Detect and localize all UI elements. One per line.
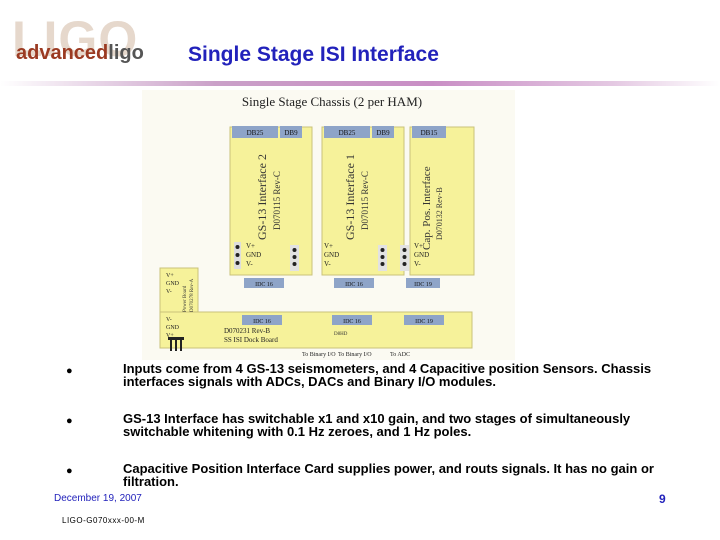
power-label: V- xyxy=(324,260,331,268)
vminus-label: V- xyxy=(166,317,172,323)
bullet-item: ● Capacitive Position Interface Card sup… xyxy=(66,462,696,512)
power-board-label: V- xyxy=(166,289,172,295)
footer-date: December 19, 2007 xyxy=(54,493,142,504)
dock-idc-connector xyxy=(404,315,444,325)
dock-idc-label: IDC 19 xyxy=(415,319,433,325)
dock-board-name: SS ISI Dock Board xyxy=(224,336,278,344)
logo-ghost-text: LIGO xyxy=(12,11,139,67)
footer-document-id: LIGO-G070xxx-00-M xyxy=(62,516,145,525)
title-divider xyxy=(0,81,720,86)
bottom-label: To ADC xyxy=(390,352,410,358)
power-label: V- xyxy=(414,260,421,268)
dock-board: V- GND V+ IDC 16 IDC 16 IDC 19 D8HD D070… xyxy=(159,311,473,351)
card-gs13-interface-1: DB25 DB9 GS-13 Interface 1 D070115 Rev-C… xyxy=(321,126,405,288)
card-board xyxy=(409,126,475,276)
logo-ligo: ligo xyxy=(108,42,144,64)
power-label: GND xyxy=(414,251,429,259)
connector-label: DB15 xyxy=(421,129,438,137)
connector-db15 xyxy=(412,126,446,138)
bullet-list: ● Inputs come from 4 GS-13 seismometers,… xyxy=(66,362,696,512)
page-number: 9 xyxy=(659,492,666,506)
dock-idc-label: IDC 16 xyxy=(253,319,271,325)
bottom-label: To Binary I/O xyxy=(338,352,372,358)
idc-connector xyxy=(334,278,374,288)
bullet-marker: ● xyxy=(66,365,73,377)
power-board-label: V+ xyxy=(166,273,174,279)
power-label: V+ xyxy=(324,242,333,250)
connector-db25 xyxy=(324,126,370,138)
logo-advanced: advanced xyxy=(16,42,109,64)
power-board-rev: D070278 Rev-A xyxy=(190,278,195,312)
idc-label: IDC 16 xyxy=(255,282,273,288)
card-cap-pos-interface: DB15 Cap. Pos. Interface D070132 Rev-B V… xyxy=(400,126,475,288)
power-board-outline xyxy=(159,267,199,315)
dock-pin-header xyxy=(168,337,184,351)
bullet-text: Inputs come from 4 GS-13 seismometers, a… xyxy=(123,361,652,389)
chassis-diagram: Single Stage Chassis (2 per HAM) DB25 DB… xyxy=(142,90,515,360)
card-rev: D070132 Rev-B xyxy=(435,187,444,240)
dock-board-rev: D070231 Rev-B xyxy=(224,327,270,335)
connector-label: DB25 xyxy=(339,129,356,137)
power-label: V+ xyxy=(414,242,423,250)
power-label: V+ xyxy=(246,242,255,250)
idc-label: IDC 19 xyxy=(414,282,432,288)
bullet-item: ● Inputs come from 4 GS-13 seismometers,… xyxy=(66,362,696,412)
connector-db25 xyxy=(232,126,278,138)
card-name: GS-13 Interface 1 xyxy=(343,154,357,240)
card-board xyxy=(229,126,313,276)
connector-db9 xyxy=(372,126,394,138)
card-board xyxy=(321,126,405,276)
connector-db9 xyxy=(280,126,302,138)
dock-board-outline xyxy=(159,311,473,349)
chassis-svg: Single Stage Chassis (2 per HAM) DB25 DB… xyxy=(142,90,515,360)
vminus-label: V+ xyxy=(166,333,174,339)
dock-idc-note: D8HD xyxy=(334,332,348,337)
card-gs13-interface-2: DB25 DB9 GS-13 Interface 2 D070115 Rev-C… xyxy=(229,126,313,288)
dock-idc-connector xyxy=(332,315,372,325)
vminus-label: GND xyxy=(166,325,180,331)
figure-heading: Single Stage Chassis (2 per HAM) xyxy=(242,94,422,109)
idc-label: IDC 16 xyxy=(345,282,363,288)
power-board-label: GND xyxy=(166,281,180,287)
card-rev: D070115 Rev-C xyxy=(272,171,282,230)
idc-connector xyxy=(406,278,440,288)
connector-label: DB9 xyxy=(284,129,298,137)
card-rev: D070115 Rev-C xyxy=(360,171,370,230)
dock-idc-label: IDC 16 xyxy=(343,319,361,325)
power-label: V- xyxy=(246,260,253,268)
slide-title: Single Stage ISI Interface xyxy=(188,43,439,66)
connector-label: DB25 xyxy=(247,129,264,137)
power-label: GND xyxy=(246,251,261,259)
bullet-text: Capacitive Position Interface Card suppl… xyxy=(123,461,654,489)
idc-connector xyxy=(244,278,284,288)
bullet-item: ● GS-13 Interface has switchable x1 and … xyxy=(66,412,696,462)
dock-idc-connector xyxy=(242,315,282,325)
logo: advancedligo xyxy=(16,43,144,63)
bullet-marker: ● xyxy=(66,465,73,477)
bullet-text: GS-13 Interface has switchable x1 and x1… xyxy=(123,411,631,439)
card-name: GS-13 Interface 2 xyxy=(255,154,269,240)
bullet-marker: ● xyxy=(66,415,73,427)
power-label: GND xyxy=(324,251,339,259)
power-board-name: Power Board xyxy=(183,285,188,312)
bottom-label: To Binary I/O xyxy=(302,352,336,358)
connector-label: DB9 xyxy=(376,129,390,137)
power-board: V+ GND V- Power Board D070278 Rev-A xyxy=(159,267,199,315)
card-name: Cap. Pos. Interface xyxy=(421,166,433,250)
